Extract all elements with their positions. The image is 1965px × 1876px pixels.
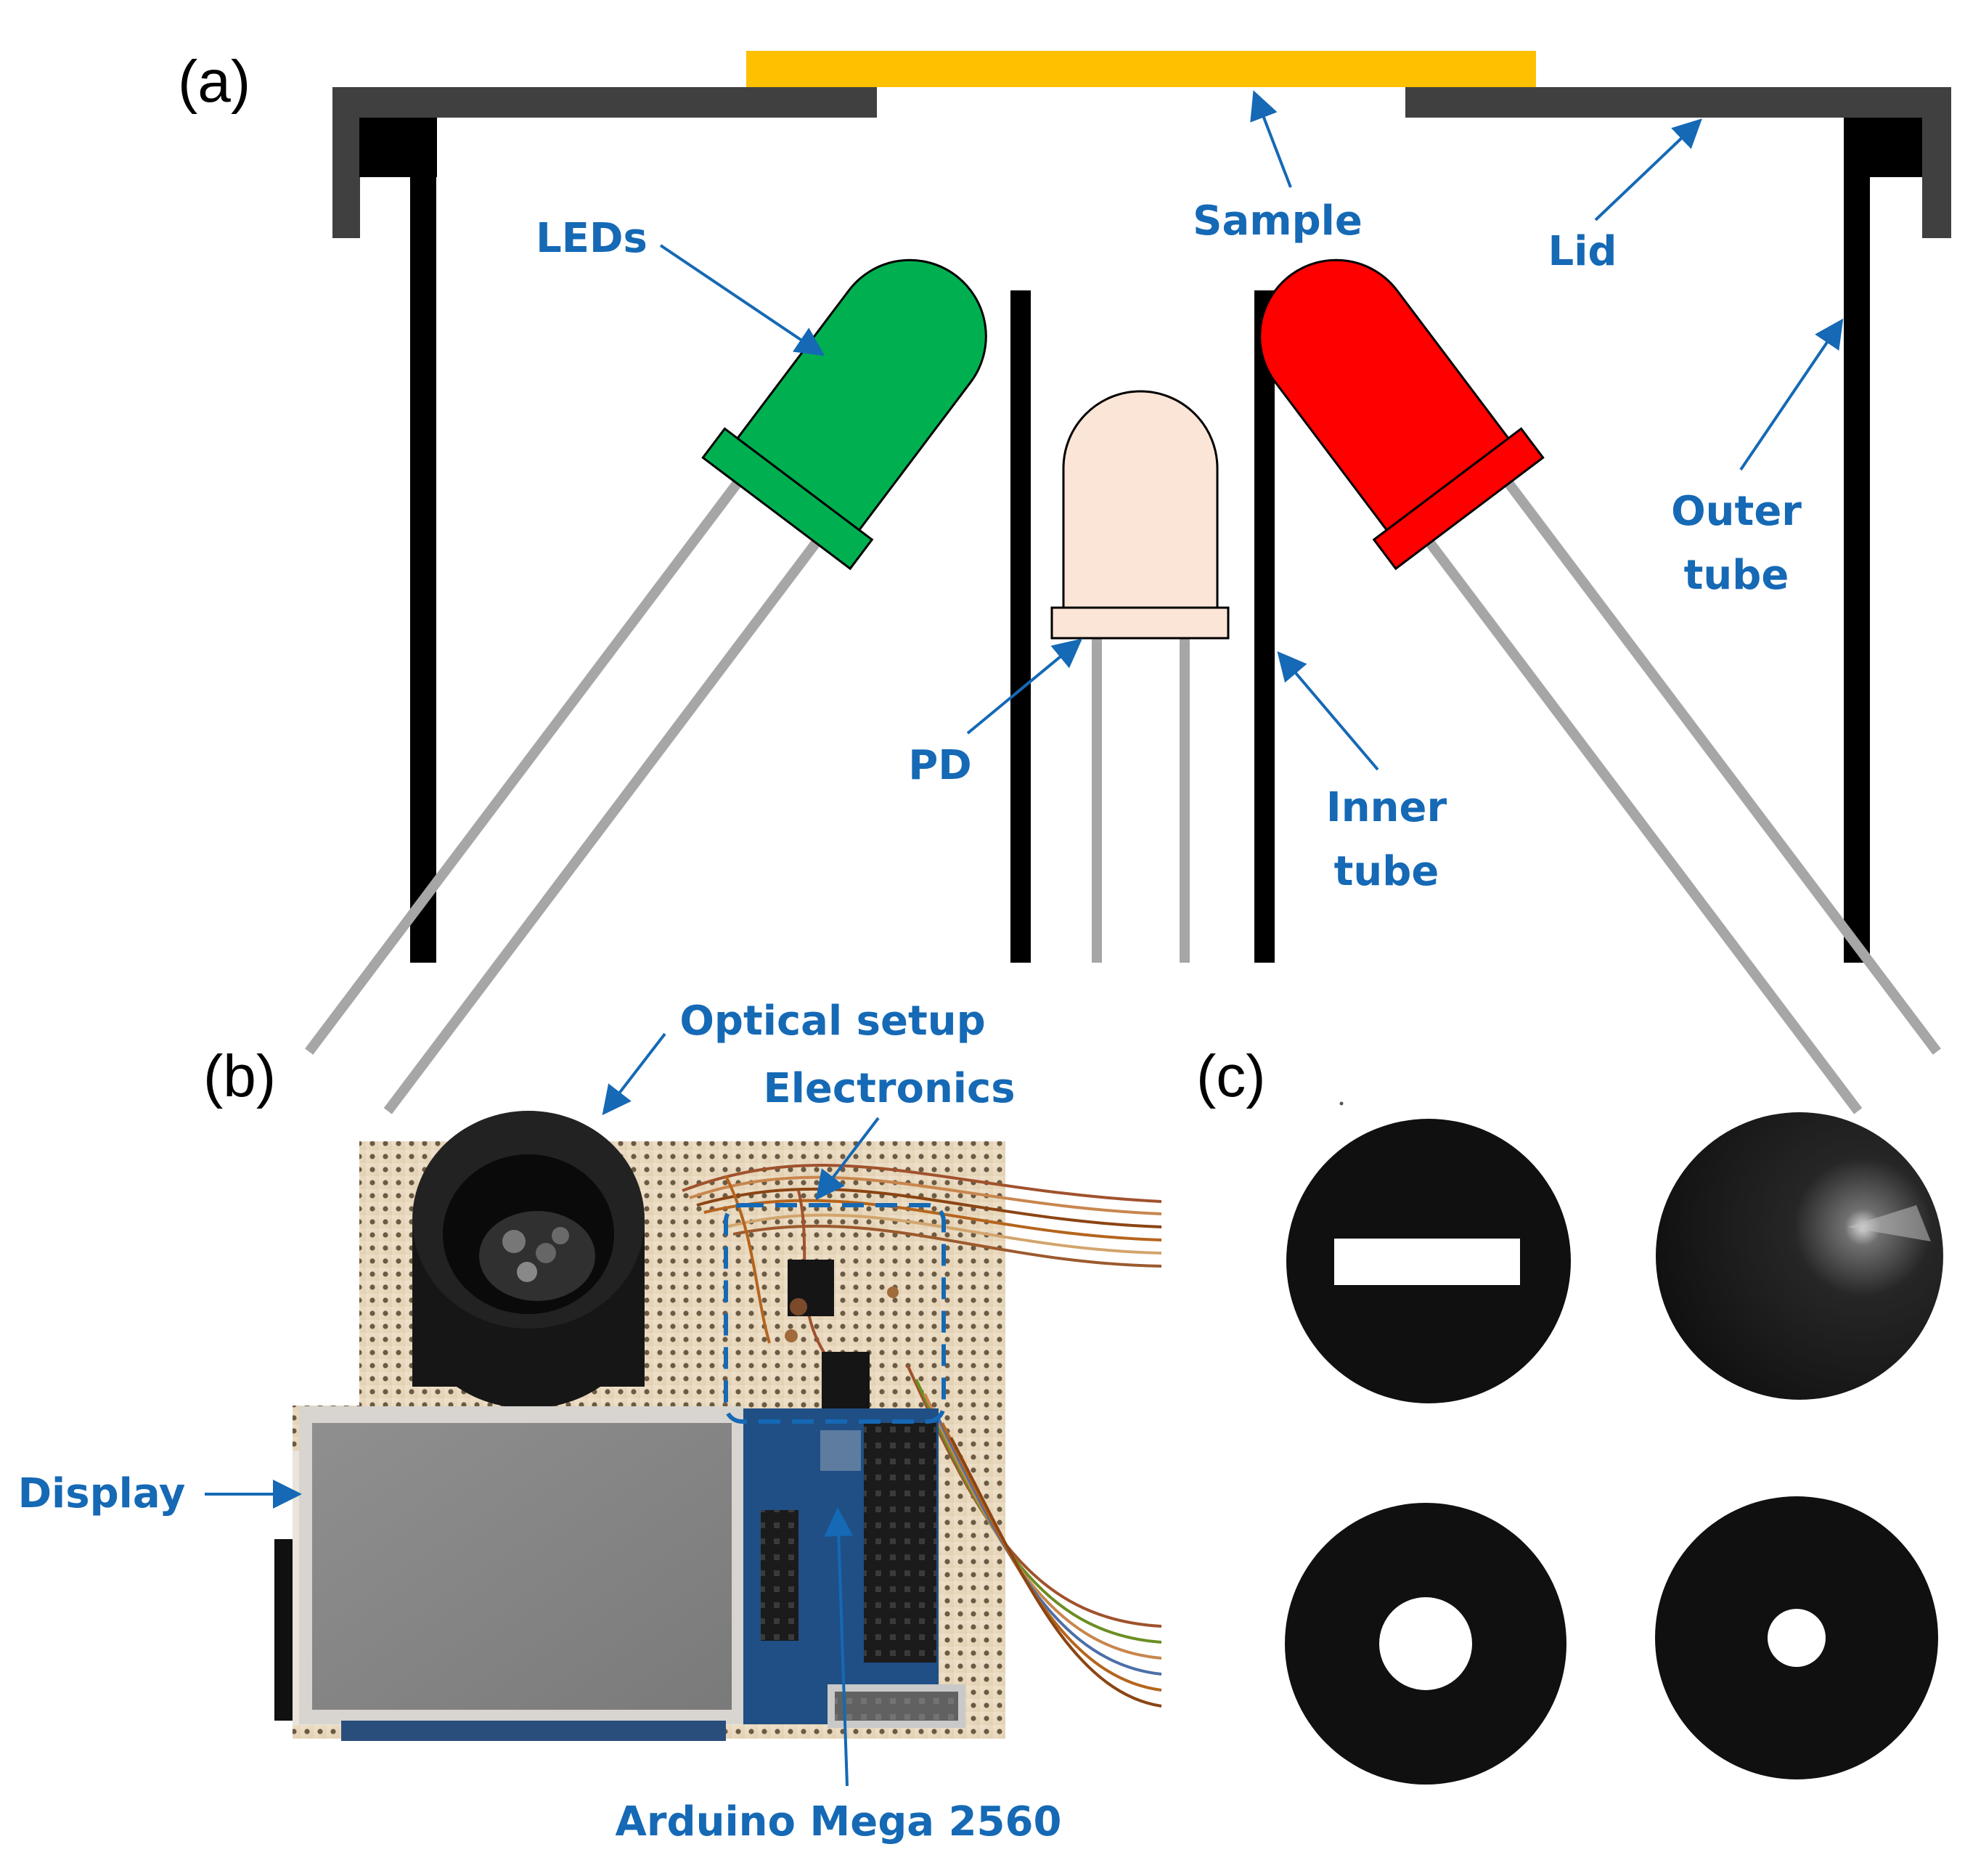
red-led-lead-2 [1504, 480, 1941, 1055]
panel-label-c: (c) [1196, 1043, 1266, 1109]
electronics-region-outline [724, 1203, 946, 1424]
red-led [1259, 258, 1941, 1114]
red-led-lead-1 [1426, 539, 1863, 1114]
outer-tube-label-line-2: tube [1684, 552, 1789, 599]
panel-b-photo: (b) [18, 998, 1162, 1846]
lid-label: Lid [1548, 228, 1617, 275]
electronics-components [785, 1260, 899, 1414]
panel-label-a: (a) [178, 49, 250, 115]
large-hole-aperture-disc [1285, 1503, 1566, 1785]
sample-strip [746, 51, 1536, 87]
sample-label: Sample [1193, 197, 1363, 245]
inner-tube-arrow [1277, 651, 1379, 771]
pd-arrow [966, 638, 1083, 735]
arduino-board [739, 1408, 965, 1728]
slit-aperture-disc [1286, 1119, 1571, 1403]
optical-setup-arrow [602, 1032, 666, 1116]
inner-tube-label-line-2: tube [1334, 848, 1439, 895]
pd-label: PD [908, 742, 972, 789]
speck [1339, 1101, 1344, 1106]
arduino-label: Arduino Mega 2560 [616, 1798, 1062, 1846]
outer-tube-label-line-1: Outer [1671, 488, 1802, 535]
leds-label: LEDs [536, 215, 647, 262]
panel-a-diagram: (a) [178, 49, 1951, 1114]
lid [332, 87, 1951, 238]
arduino-arrow [824, 1507, 854, 1787]
display [274, 1406, 743, 1741]
green-led-lead-2 [383, 539, 820, 1114]
panel-label-b: (b) [203, 1043, 276, 1109]
optical-setup-label: Optical setup [679, 998, 985, 1045]
sample-arrow [1250, 90, 1292, 188]
lid-arrow [1594, 118, 1702, 221]
small-hole-aperture-disc [1655, 1496, 1938, 1779]
green-led [305, 258, 987, 1114]
optical-setup-cylinder [412, 1111, 645, 1408]
outer-tube [359, 118, 1922, 963]
green-led-lead-1 [305, 480, 742, 1055]
leds-arrow [659, 244, 825, 356]
display-label: Display [18, 1470, 186, 1517]
inner-tube-label-line-1: Inner [1326, 784, 1447, 831]
photodiode [1050, 390, 1230, 963]
electronics-label: Electronics [763, 1065, 1015, 1112]
inner-tube [1010, 290, 1275, 963]
outer-tube-arrow [1739, 318, 1844, 471]
panel-c-apertures: (c) [1196, 1043, 1943, 1785]
cone-disc [1656, 1112, 1943, 1400]
electronics-arrow [815, 1117, 880, 1201]
